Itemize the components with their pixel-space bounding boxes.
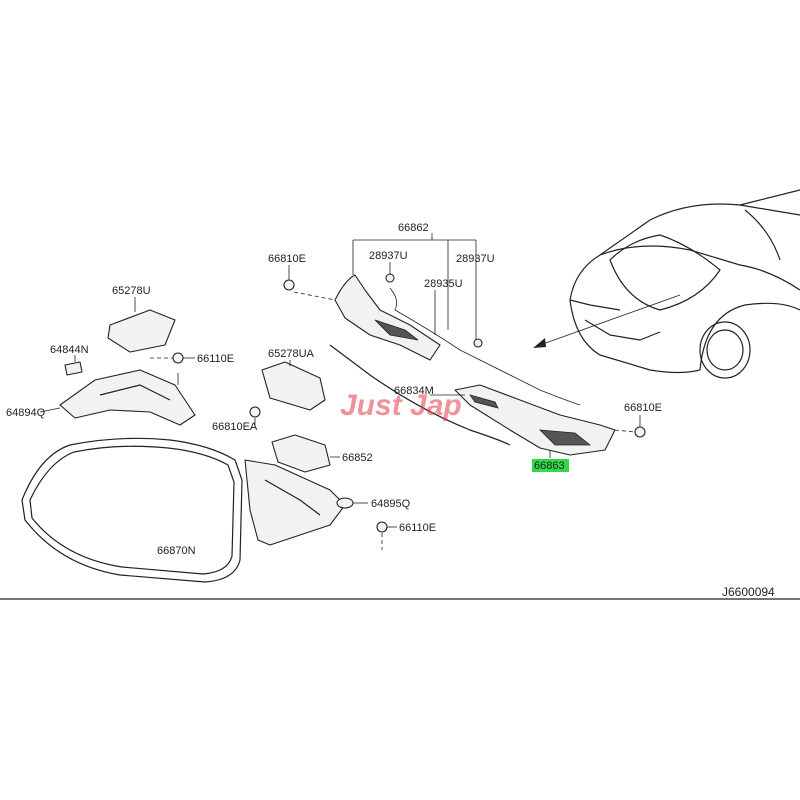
- cover-66852: [271, 434, 340, 473]
- label-66834m: 66834M: [394, 385, 434, 397]
- label-66863: 66863: [534, 460, 565, 472]
- location-arrow: [533, 294, 681, 348]
- label-66810e-top: 66810E: [268, 253, 306, 265]
- label-64894q: 64894Q: [6, 407, 46, 419]
- label-64895q: 64895Q: [371, 498, 411, 510]
- washer-hose: [389, 287, 581, 406]
- clip-66810e-top: [283, 265, 336, 301]
- label-66810ea: 66810EA: [212, 421, 258, 433]
- clip-66810ea: [249, 406, 261, 425]
- label-66870n: 66870N: [157, 545, 196, 557]
- label-65278u: 65278U: [112, 285, 151, 297]
- cover-65278u: [107, 297, 176, 353]
- label-66110e-bottom: 66110E: [399, 522, 436, 534]
- cowl-top-left-part: [334, 274, 441, 361]
- bracket-64894q: [39, 369, 196, 426]
- cowl-seal-strip: [329, 344, 511, 446]
- label-28937u-right: 28937U: [456, 253, 495, 265]
- label-64844n: 64844N: [50, 344, 89, 356]
- reference-code: J6600094: [722, 585, 775, 599]
- clip-66110e-top: [150, 352, 195, 364]
- bracket-lower: [244, 459, 368, 546]
- clip-28937u-right: [473, 338, 483, 348]
- label-66852: 66852: [342, 452, 373, 464]
- clip-66110e-bottom: [376, 521, 397, 550]
- highlight-66863: [532, 459, 569, 472]
- label-28935u: 28935U: [424, 278, 463, 290]
- pad-64844n: [64, 355, 83, 376]
- clip-28937u-left: [385, 273, 395, 283]
- watermark: Just Jap: [340, 389, 462, 422]
- label-66862: 66862: [398, 222, 429, 234]
- cowl-top-right-part: [454, 384, 616, 456]
- car-front-illustration: [569, 189, 800, 379]
- label-65278ua: 65278UA: [268, 348, 315, 360]
- leader-lines: [177, 233, 551, 458]
- label-66110e-top: 66110E: [197, 353, 234, 365]
- label-66810e-right: 66810E: [624, 402, 662, 414]
- cover-65278ua: [261, 360, 326, 411]
- label-28937u-left: 28937U: [369, 250, 408, 262]
- clip-66810e-right: [614, 415, 646, 438]
- weatherstrip-66870n: [21, 437, 243, 583]
